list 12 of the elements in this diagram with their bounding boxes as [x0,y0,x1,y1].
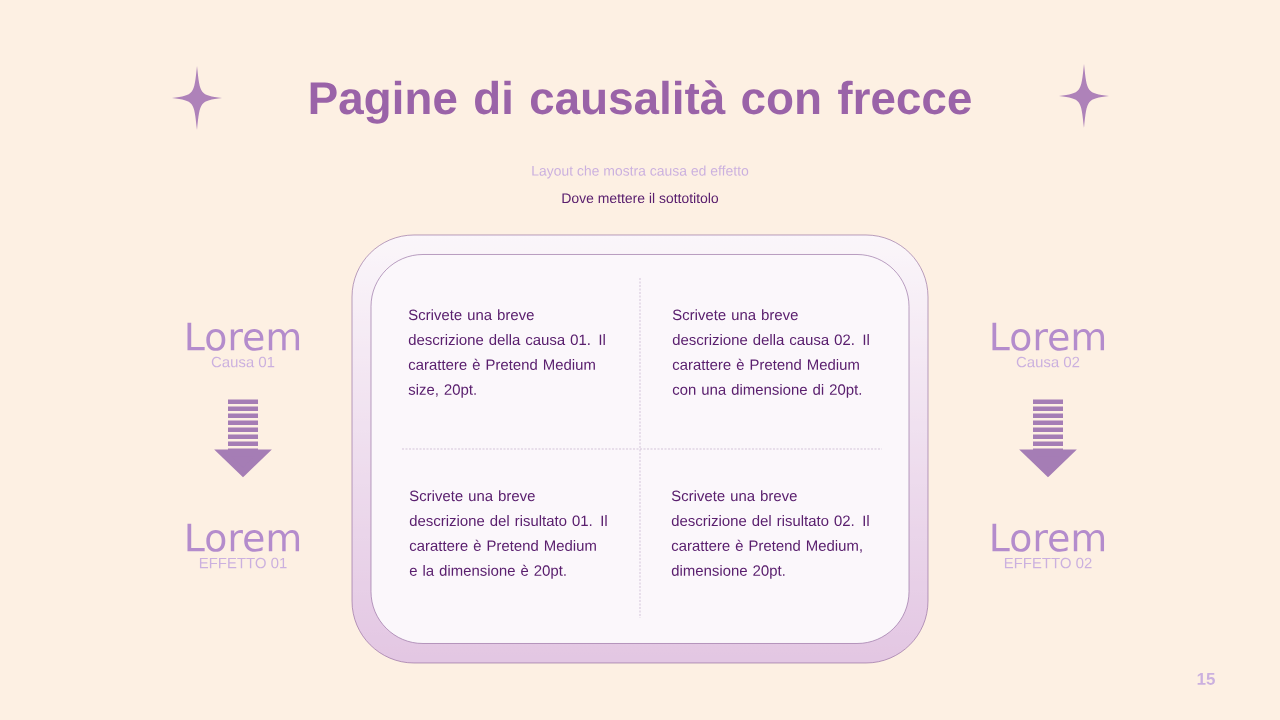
cell-text: Scrivete una breve descrizione della causa 02. Il carattere è Pretend Medium con una dimensione di 20pt. [672,309,869,398]
subtitle: Dove mettere il sottotitolo [562,192,719,204]
heading-label: Lorem Causa 02 [992,322,1105,368]
cell-text: Scrivete una breve descrizione del risultato 01. Il carattere è Pretend Medium e la dimensione è 20pt. [409,490,607,579]
heading-label: Lorem Causa 01 [187,322,300,368]
cell-text: Scrivete una breve descrizione della causa 01. Il carattere è Pretend Medium size, 20pt. [408,309,605,398]
subtitle: Layout che mostra causa ed effetto [532,165,749,179]
cell-text: Scrivete una breve descrizione del risultato 02. Il carattere è Pretend Medium, dimensione 20pt. [671,490,869,579]
page-number: 15 [1197,673,1215,685]
heading-label: Lorem EFFETTO 01 [187,523,300,569]
heading-label: Lorem EFFETTO 02 [992,523,1105,569]
title: Pagine di causalità con frecce [310,80,971,124]
